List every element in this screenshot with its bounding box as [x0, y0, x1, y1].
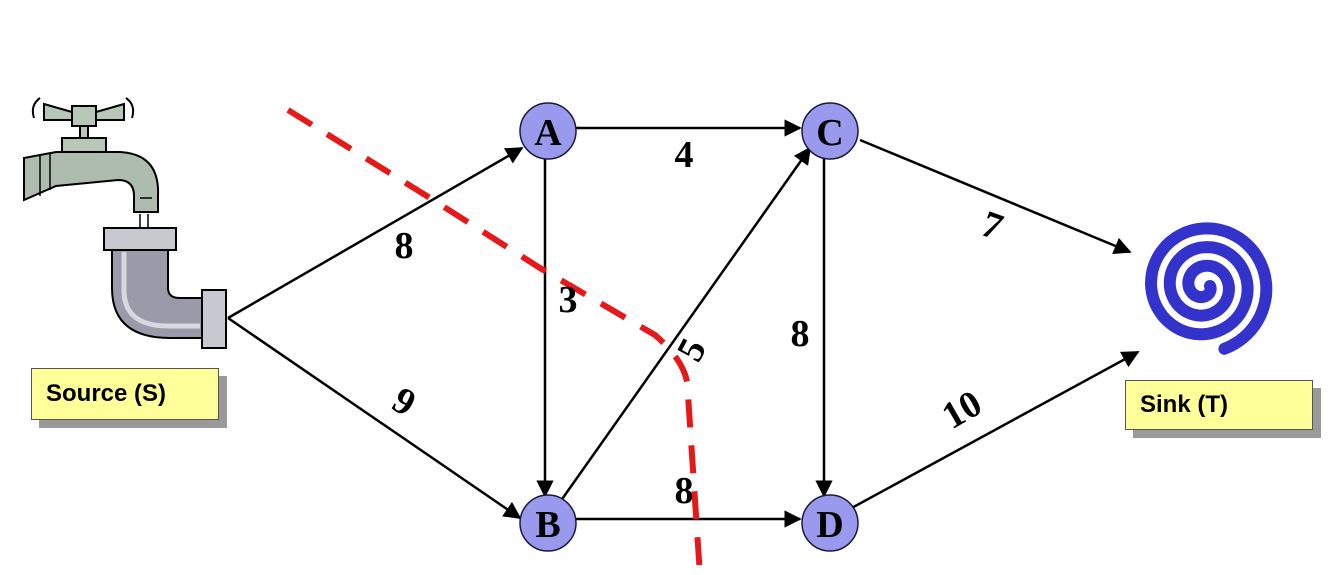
node-c: C — [801, 102, 859, 160]
capacity-label-s-b: 9 — [385, 379, 422, 425]
edge-d-t — [847, 350, 1140, 512]
edge-b-c — [558, 146, 812, 503]
node-label-b: B — [535, 504, 560, 546]
node-label-a: A — [534, 112, 562, 154]
faucet-pipe-icon — [23, 97, 227, 349]
capacity-label-c-t: 7 — [976, 203, 1008, 249]
capacity-label-d-t: 10 — [935, 382, 989, 437]
sink-label-box: Sink (T) — [1125, 380, 1313, 430]
edge-s-a — [227, 146, 524, 320]
cut-line — [286, 107, 703, 575]
capacity-label-b-d: 8 — [675, 470, 694, 512]
node-b: B — [519, 494, 577, 552]
edges — [227, 119, 1140, 528]
source-label-box: Source (S) — [31, 368, 219, 420]
capacity-label-a-b: 3 — [559, 279, 578, 321]
capacity-label-s-a: 8 — [395, 225, 414, 267]
capacity-label-c-d: 8 — [791, 313, 810, 355]
spiral-drain-icon — [1144, 222, 1273, 355]
node-label-d: D — [816, 504, 843, 546]
capacity-label-b-c: 5 — [669, 332, 715, 368]
capacity-label-a-c: 4 — [675, 134, 694, 176]
node-d: D — [801, 494, 859, 552]
edge-s-b — [227, 316, 522, 520]
edge-c-t — [859, 138, 1132, 255]
node-label-c: C — [816, 112, 843, 154]
edge-labels: 8 9 4 3 5 8 8 7 10 — [385, 134, 1008, 512]
node-a: A — [519, 102, 577, 160]
